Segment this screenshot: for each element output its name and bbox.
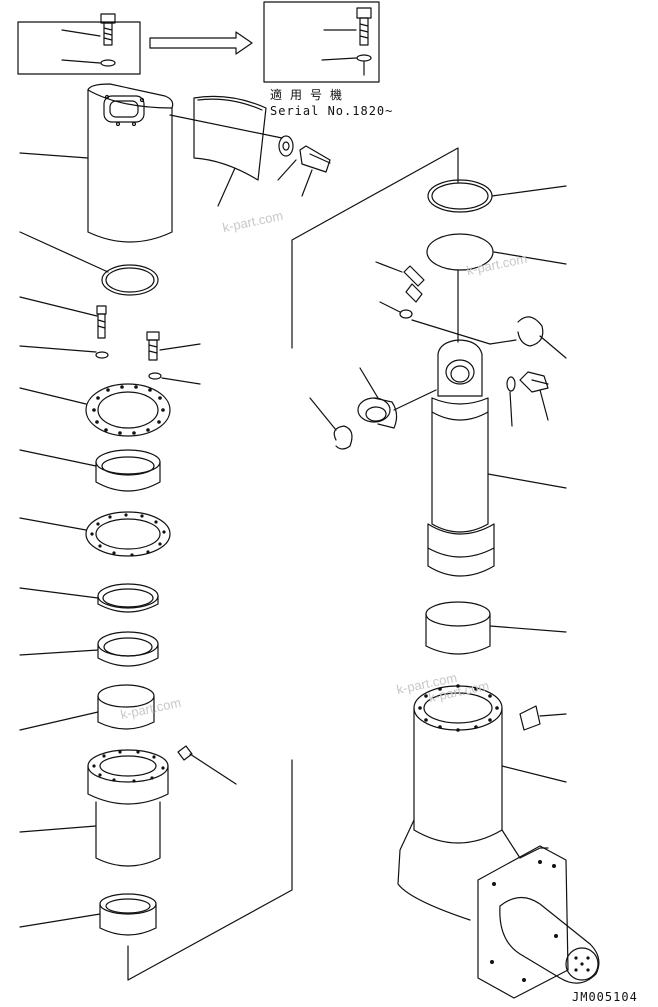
drawing-code: JM005104 — [572, 990, 638, 1004]
steering-cylinder — [427, 339, 567, 577]
bolt-left — [19, 296, 107, 339]
flanged-sleeve — [19, 749, 169, 867]
spindle-knuckle — [397, 684, 600, 999]
serial-range: Serial No.1820~ — [270, 104, 394, 118]
bolt-icon — [356, 7, 372, 46]
grease-nipple — [375, 261, 425, 319]
washer-icon — [95, 351, 109, 359]
bolt-right — [146, 331, 201, 385]
bolt-ring — [19, 383, 171, 437]
o-ring — [101, 264, 159, 296]
bolt-icon — [100, 13, 116, 46]
pin-bolt — [506, 371, 549, 427]
cover-cylinder — [19, 83, 174, 243]
new-bolt-washer-box — [263, 1, 380, 83]
old-bolt-washer-box — [17, 13, 141, 75]
o-ring — [426, 233, 494, 271]
bottom-bushing — [19, 893, 157, 936]
snap-ring-left — [309, 397, 353, 450]
bearing-ring — [19, 449, 161, 492]
assembly-frame-lines — [127, 147, 459, 981]
bushing — [19, 684, 155, 731]
bearing-ring-lower — [19, 631, 159, 667]
washer-icon — [356, 54, 372, 62]
o-ring — [427, 179, 493, 213]
grease-fitting — [177, 745, 237, 785]
plate-bolt — [277, 135, 331, 197]
replacement-arrow — [149, 31, 253, 55]
washer-icon — [100, 59, 116, 67]
bolt-ring-lower — [19, 511, 171, 557]
applicability-note: 適用号機 Serial No.1820~ — [270, 87, 393, 119]
snap-ring — [517, 316, 567, 359]
shield-plate — [169, 95, 283, 207]
applicability-label: 適用号機 — [270, 88, 351, 102]
seal-ring — [19, 583, 159, 613]
lower-sleeve — [425, 601, 567, 655]
eye-bushing — [357, 367, 437, 429]
